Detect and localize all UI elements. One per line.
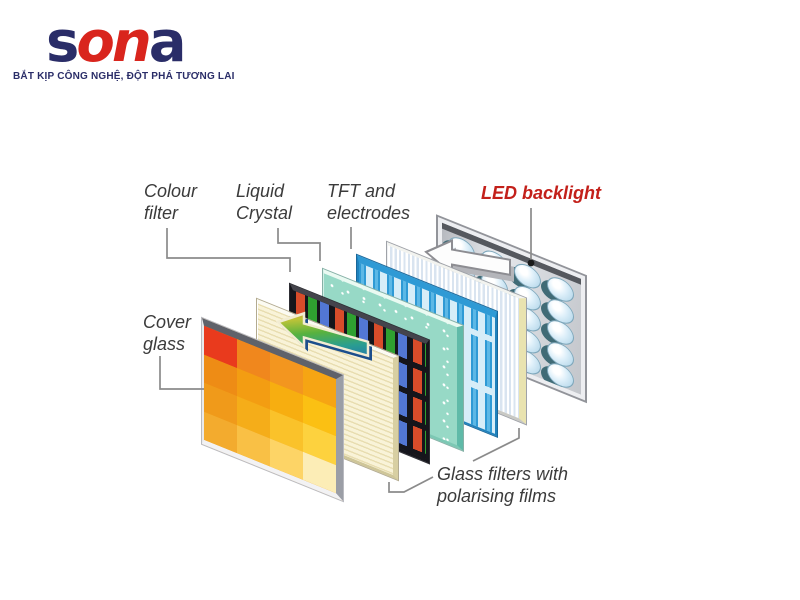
leader-line-colour-filter [166, 228, 291, 272]
label-cover-glass: Cover glass [143, 312, 192, 354]
label-glass-filters: Glass filters with polarising films [437, 464, 569, 506]
brand-tagline: BẮT KỊP CÔNG NGHỆ, ĐỘT PHÁ TƯƠNG LAI [13, 71, 235, 82]
label-tft-electrodes: TFT and electrodes [327, 181, 411, 223]
label-liquid-crystal: Liquid Crystal [236, 181, 293, 223]
brand-wordmark: sona [46, 15, 186, 71]
label-colour-filter: Colour filter [144, 181, 198, 223]
brand-letter-a: a [148, 10, 187, 75]
brand-letter-s: s [46, 10, 79, 75]
label-led-backlight: LED backlight [481, 183, 602, 203]
leader-line-liquid-crystal [277, 228, 321, 261]
leader-line-cover-glass [159, 356, 204, 390]
brand-swoosh: on [76, 10, 151, 75]
